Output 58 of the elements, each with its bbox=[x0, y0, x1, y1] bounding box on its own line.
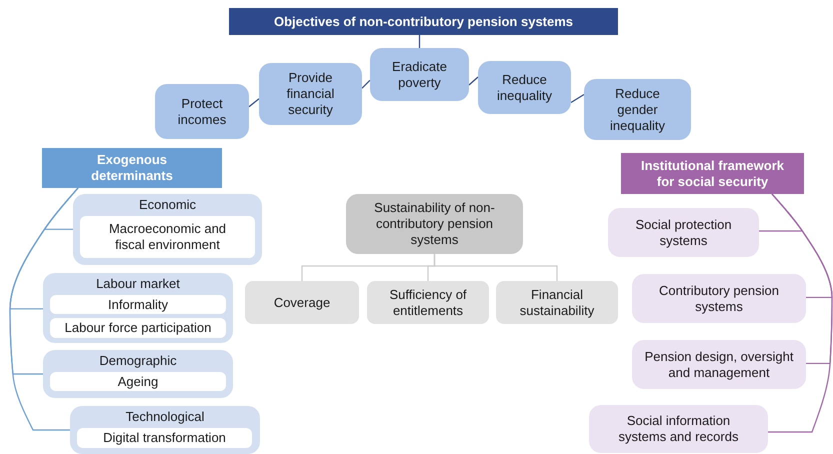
category-header bbox=[621, 153, 804, 194]
connector-line bbox=[570, 94, 584, 104]
node-label: Institutional framework for social security bbox=[640, 158, 786, 190]
framework-box bbox=[589, 405, 768, 453]
framework-box bbox=[632, 274, 806, 323]
node-label: Digital transformation bbox=[103, 430, 226, 446]
node-label: Social protection systems bbox=[634, 216, 733, 248]
determinant-group bbox=[70, 406, 260, 454]
determinant-group bbox=[73, 194, 262, 265]
node-label: Social information systems and records bbox=[618, 413, 740, 445]
node-label: Protect incomes bbox=[176, 96, 228, 128]
header-banner bbox=[229, 8, 618, 35]
connector-line bbox=[468, 76, 478, 86]
determinant-item bbox=[50, 295, 226, 314]
category-header bbox=[42, 148, 222, 188]
node-label: Economic bbox=[138, 197, 196, 213]
objective-box bbox=[584, 79, 691, 140]
objective-box bbox=[259, 63, 362, 125]
determinant-group bbox=[43, 350, 233, 398]
node-label: Technological bbox=[126, 409, 204, 425]
node-label: Reduce gender inequality bbox=[609, 86, 666, 134]
dimension-box bbox=[496, 281, 618, 324]
determinant-group bbox=[43, 273, 233, 343]
connector-line bbox=[418, 35, 420, 48]
node-label: Reduce inequality bbox=[496, 72, 553, 104]
node-label: Financial sustainability bbox=[518, 286, 596, 318]
determinant-item bbox=[50, 372, 226, 391]
framework-box bbox=[608, 208, 759, 257]
node-label: Exogenous determinants bbox=[90, 152, 174, 184]
node-label: Coverage bbox=[274, 294, 330, 310]
objective-box bbox=[370, 48, 469, 101]
node-label: Labour force participation bbox=[64, 320, 212, 336]
connector-line bbox=[9, 188, 78, 431]
connector-line bbox=[768, 194, 833, 433]
framework-box bbox=[632, 340, 806, 389]
objective-box bbox=[478, 61, 571, 114]
node-label: Objectives of non-contributory pension systems bbox=[274, 14, 574, 30]
node-label: Pension design, oversight and management bbox=[644, 348, 794, 380]
connector-line bbox=[362, 80, 370, 89]
node-label: Provide financial security bbox=[286, 70, 336, 118]
connector-line bbox=[248, 98, 260, 108]
node-label: Contributory pension systems bbox=[659, 282, 779, 314]
determinant-item bbox=[77, 428, 252, 448]
node-label: Sufficiency of entitlements bbox=[388, 286, 468, 318]
node-label: Informality bbox=[108, 296, 168, 312]
sustainability-box bbox=[346, 194, 523, 254]
dimension-box bbox=[245, 281, 359, 324]
connector-line bbox=[434, 254, 558, 281]
node-label: Eradicate poverty bbox=[391, 58, 448, 90]
objective-box bbox=[155, 84, 249, 139]
determinant-item bbox=[50, 318, 226, 338]
dimension-box bbox=[367, 281, 489, 324]
node-label: Demographic bbox=[99, 353, 177, 369]
node-label: Ageing bbox=[118, 374, 158, 390]
node-label: Macroeconomic and fiscal environment bbox=[108, 221, 228, 253]
node-label: Labour market bbox=[96, 276, 180, 292]
node-label: Sustainability of non-contributory pension systems bbox=[373, 200, 496, 248]
determinant-item bbox=[80, 216, 255, 258]
